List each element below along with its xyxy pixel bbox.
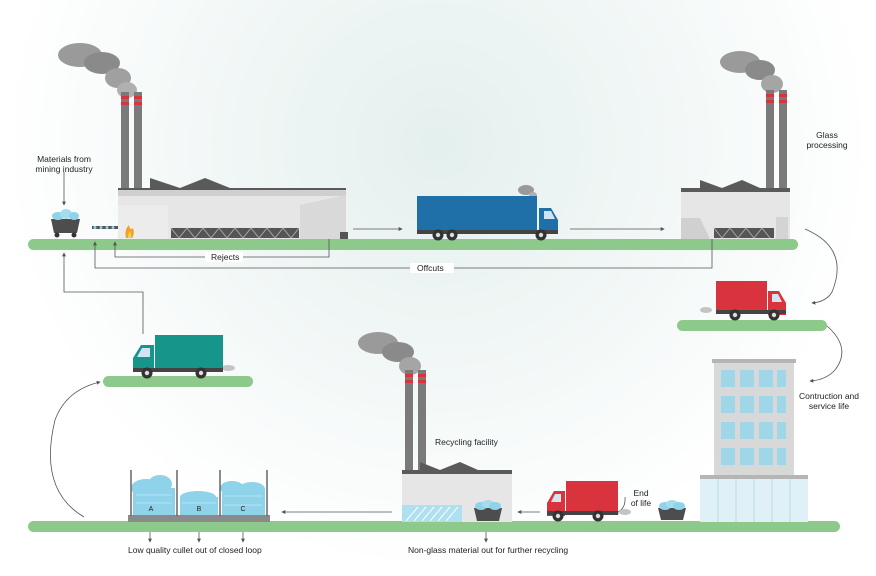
mining-cart-icon (51, 209, 80, 238)
offcuts-label: Offcuts (417, 263, 444, 273)
materials-from-mining-label: Materials from mining industry (22, 154, 106, 174)
bin-b-label: B (197, 506, 202, 513)
label-line: processing (806, 140, 848, 150)
conveyor (92, 226, 118, 229)
arrow-teal-truck-to-cart (62, 252, 144, 334)
arrow-red-truck-to-building (809, 325, 843, 383)
label-line: Glass (816, 130, 838, 140)
low-quality-cullet-label: Low quality cullet out of closed loop (128, 545, 262, 555)
red-truck-distribution (700, 281, 786, 321)
glass-pile-icon (658, 500, 686, 520)
label-line: Materials from (37, 154, 91, 164)
label-line: mining industry (35, 164, 93, 174)
rejects-label: Rejects (211, 252, 240, 262)
red-truck-collection (547, 481, 631, 522)
blue-truck (417, 185, 558, 241)
non-glass-material-label: Non-glass material out for further recyc… (408, 545, 569, 555)
glass-factory (58, 43, 348, 239)
ground-red-truck (677, 320, 827, 331)
arrow-processing-to-red-truck (804, 228, 838, 305)
glass-processing-label: Glass processing (800, 130, 854, 150)
label-line: of life (630, 498, 652, 508)
offcuts-line (93, 239, 713, 269)
fire-icon (125, 225, 134, 238)
office-building (700, 359, 808, 522)
ground-teal-truck (103, 376, 253, 387)
glass-processing-factory (681, 51, 790, 239)
label-line: Contruction and (798, 391, 859, 401)
recycling-facility-label: Recycling facility (435, 437, 498, 447)
recycling-facility (358, 332, 512, 522)
end-of-life-label: End of life (624, 488, 658, 508)
arrow-bins-to-teal-truck (50, 380, 101, 518)
smoke-icon (58, 43, 137, 98)
bin-c-label: C (240, 506, 245, 513)
cullet-bins: A B C (128, 470, 270, 522)
ground-bottom (28, 521, 840, 532)
smoke-icon (720, 51, 783, 93)
bin-a-label: A (149, 506, 154, 513)
label-line: service life (808, 401, 850, 411)
construction-label: Contruction and service life (793, 391, 865, 411)
label-line: End (633, 488, 649, 498)
smoke-icon (358, 332, 421, 375)
ground-top (28, 239, 798, 250)
teal-truck (133, 335, 235, 379)
